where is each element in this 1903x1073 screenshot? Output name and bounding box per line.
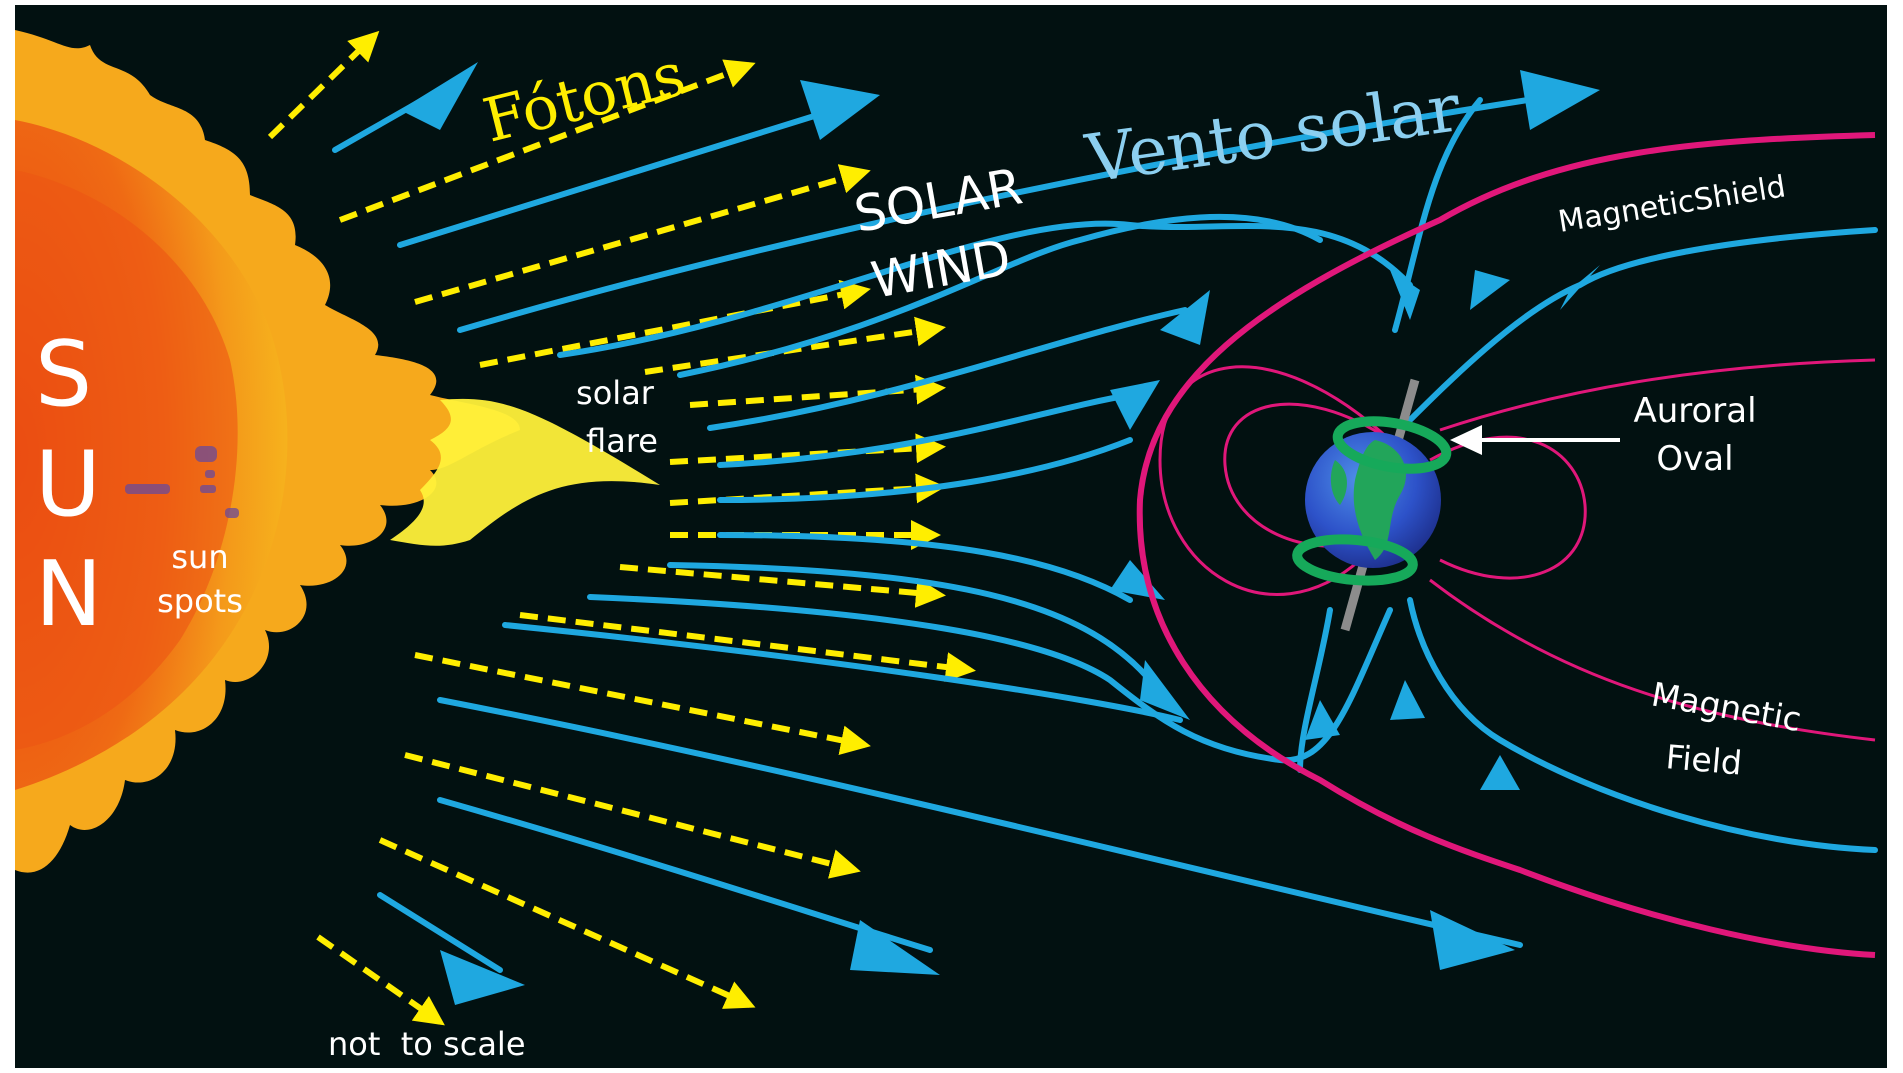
sun-icon xyxy=(15,30,660,873)
wind-arrow xyxy=(437,697,1523,948)
wind-line xyxy=(502,622,1183,723)
wind-line xyxy=(707,307,1188,431)
wind-arrow xyxy=(397,105,843,248)
sun-label: S U N xyxy=(35,322,129,647)
photon-arrow xyxy=(378,837,756,1009)
magnetic-field-line2: Field xyxy=(1664,737,1743,782)
wind-line xyxy=(557,220,1413,358)
wind-line xyxy=(1297,607,1333,773)
wind-line xyxy=(717,437,1133,503)
wind-line xyxy=(717,392,1133,468)
wind-arrowheads xyxy=(400,62,1600,1005)
wind-line xyxy=(667,562,1153,683)
wind-line xyxy=(677,213,1323,378)
wind-arrow xyxy=(457,92,1563,333)
auroral-oval-line1: Auroral xyxy=(1633,391,1756,431)
sun-spots-line2: spots xyxy=(157,582,243,620)
earth-globe-icon xyxy=(1292,378,1452,632)
photon-arrow xyxy=(316,934,445,1026)
solar-flare-line2: flare xyxy=(586,422,658,460)
photon-arrow xyxy=(404,752,861,879)
photon-arrow xyxy=(267,30,380,140)
photon-arrow xyxy=(619,564,946,608)
aurora-ring-icon xyxy=(1292,534,1418,586)
photon-arrow xyxy=(669,433,946,465)
auroral-oval-line2: Oval xyxy=(1656,439,1733,479)
solar-flare-line1: solar xyxy=(576,374,655,412)
magnetic-field-lines xyxy=(1136,132,1876,958)
wind-arrow xyxy=(377,892,503,973)
photon-arrow xyxy=(414,652,871,756)
not-to-scale-note: not to scale xyxy=(328,1025,526,1063)
wind-line xyxy=(717,532,1133,603)
sun-spots-line1: sun xyxy=(171,538,228,576)
photon-arrow xyxy=(519,612,976,682)
photon-arrow xyxy=(414,164,871,305)
photon-arrow xyxy=(338,59,756,223)
aurora-ring-icon xyxy=(1332,416,1452,474)
wind-line xyxy=(1407,597,1878,853)
auroral-oval-pointer xyxy=(1450,425,1620,455)
magnetic-shield-line xyxy=(1136,132,1876,958)
sunspots xyxy=(125,446,239,518)
photon-arrow xyxy=(479,279,871,368)
